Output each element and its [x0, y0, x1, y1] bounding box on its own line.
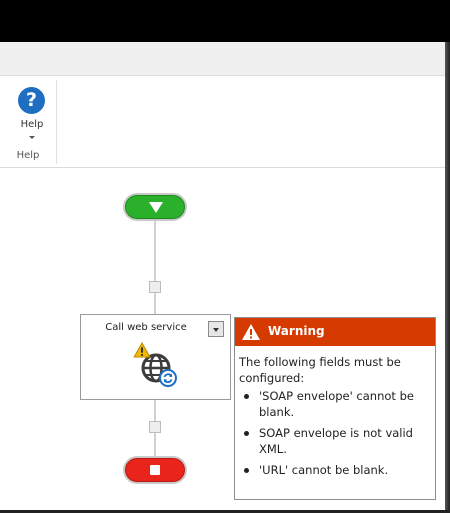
action-title: Call web service — [105, 322, 187, 333]
warning-triangle-icon — [242, 324, 260, 340]
window-shadow-bottom — [0, 510, 450, 513]
list-item: 'URL' cannot be blank. — [239, 462, 431, 478]
warning-title: Warning — [268, 324, 325, 338]
warning-panel: Warning The following fields must be con… — [234, 317, 436, 500]
drop-connector-top[interactable] — [149, 281, 161, 293]
start-pill — [125, 195, 185, 219]
warning-intro: The following fields must be configured: — [239, 355, 401, 385]
chevron-down-icon — [29, 136, 35, 139]
warning-triangle-icon — [133, 342, 151, 358]
warning-header: Warning — [235, 318, 435, 346]
bullet — [244, 468, 249, 473]
workflow-canvas[interactable]: Call web service — [0, 168, 445, 510]
warning-body: The following fields must be configured:… — [239, 354, 431, 483]
ribbon-group-help: ? Help Help — [5, 80, 57, 164]
list-item: 'SOAP envelope' cannot be blank. — [239, 388, 431, 420]
flow-line — [154, 221, 156, 314]
ribbon: ? Help Help — [0, 76, 445, 168]
stop-square-icon — [150, 465, 160, 475]
start-triangle-icon — [149, 202, 163, 213]
designer-window: ? Help Help Call web service — [0, 42, 445, 510]
top-black-bar — [0, 0, 450, 42]
window-shadow-right — [445, 42, 450, 510]
warning-item-text: 'SOAP envelope' cannot be blank. — [259, 389, 414, 419]
ribbon-group-label: Help — [16, 150, 40, 161]
start-node[interactable] — [123, 193, 187, 221]
chevron-down-icon — [213, 328, 219, 332]
bullet — [244, 431, 249, 436]
action-menu-dropdown[interactable] — [208, 321, 224, 337]
help-button-label: Help — [20, 119, 44, 130]
bullet — [244, 394, 249, 399]
end-node[interactable] — [123, 456, 187, 484]
drop-connector-bottom[interactable] — [149, 421, 161, 433]
warning-list: 'SOAP envelope' cannot be blank. SOAP en… — [239, 388, 431, 478]
warning-item-text: 'URL' cannot be blank. — [259, 463, 389, 477]
help-button[interactable]: ? Help — [9, 82, 55, 142]
help-icon: ? — [18, 87, 45, 114]
web-service-globe-icon — [141, 353, 177, 387]
ribbon-tab-strip — [0, 42, 445, 76]
end-pill — [125, 458, 185, 482]
warning-item-text: SOAP envelope is not valid XML. — [259, 426, 413, 456]
call-web-service-action[interactable]: Call web service — [80, 314, 231, 400]
list-item: SOAP envelope is not valid XML. — [239, 425, 431, 457]
